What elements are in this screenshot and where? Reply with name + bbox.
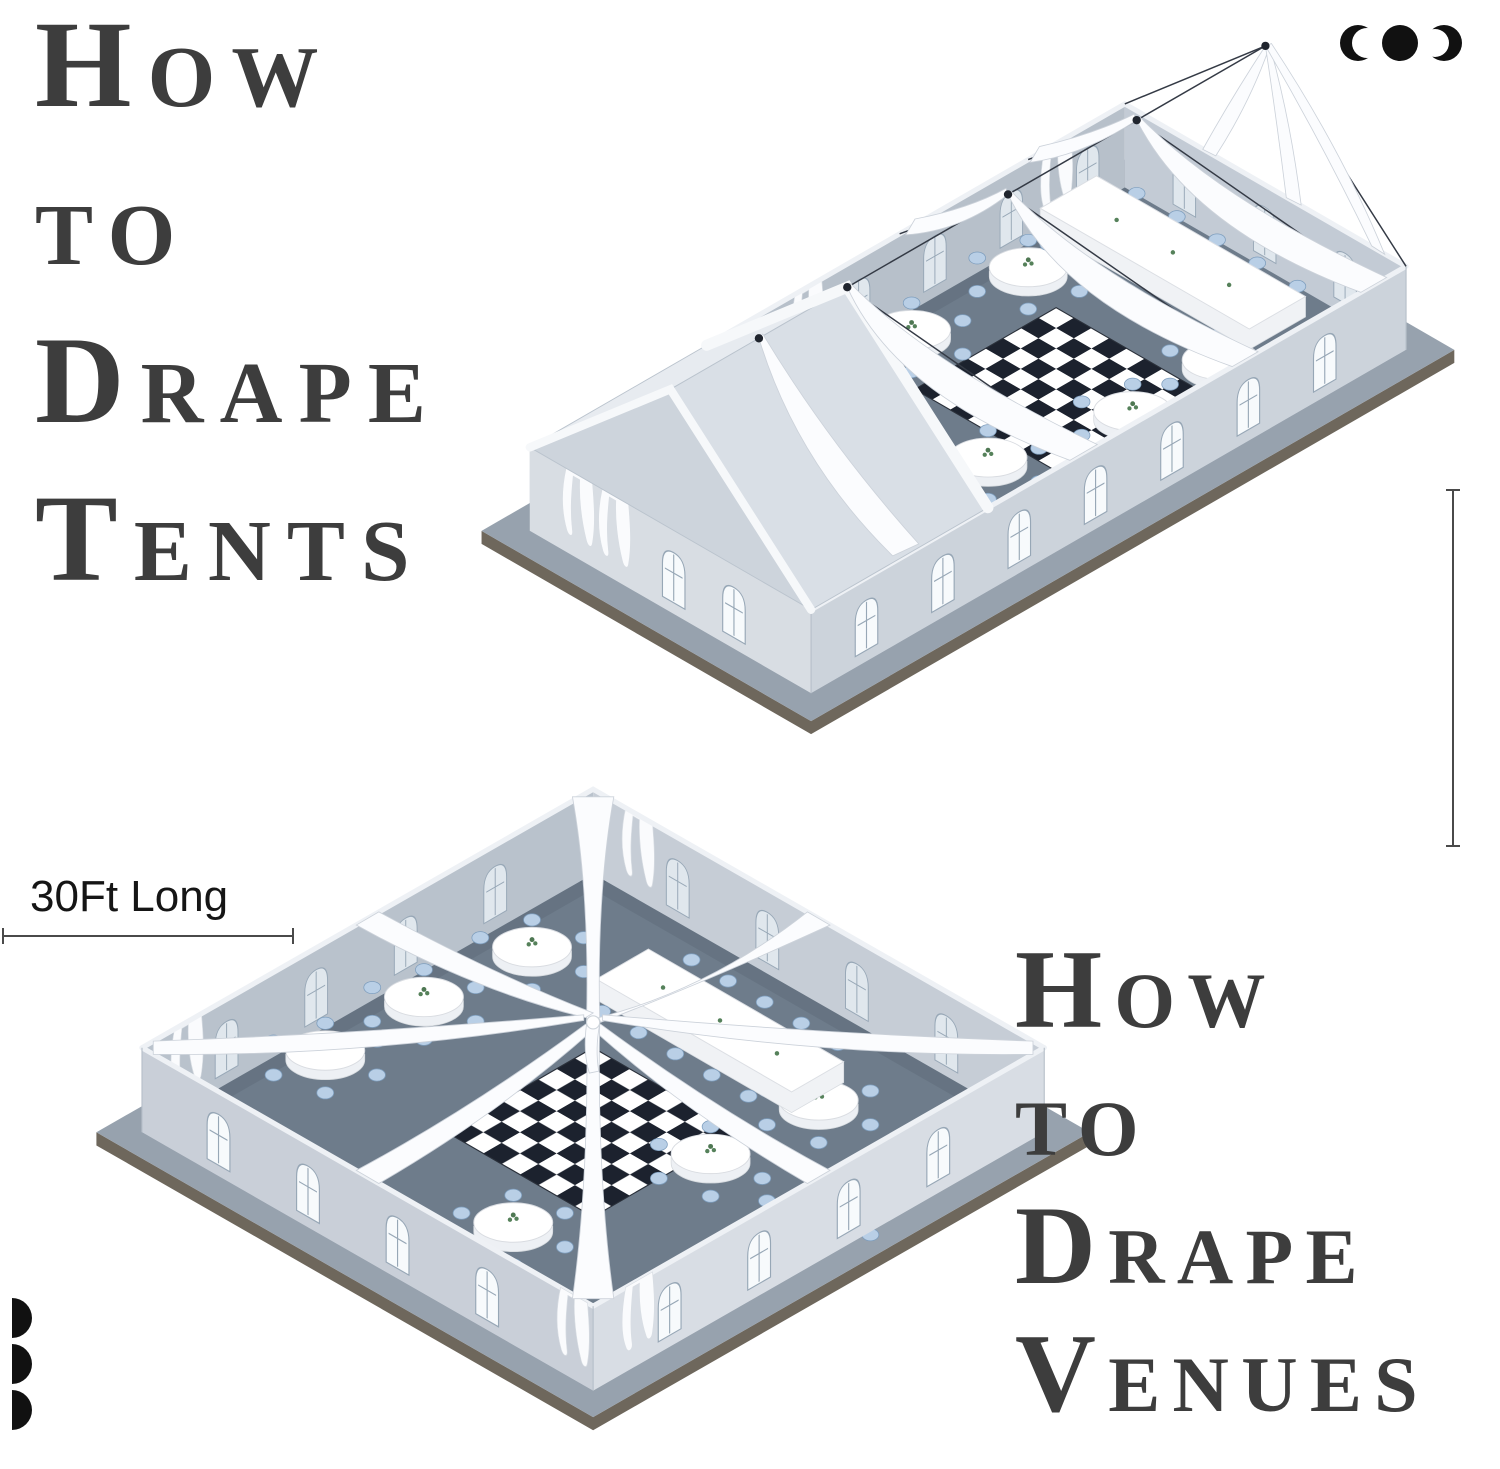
tent-illustration xyxy=(481,41,1455,735)
drape-ray xyxy=(152,1014,585,1055)
drape-ray xyxy=(355,911,595,1019)
heading-line: Tents xyxy=(35,470,426,607)
drape-ray xyxy=(598,911,831,1023)
brand-stacked-semicircles-icon xyxy=(12,1298,32,1430)
roof-swag xyxy=(758,333,920,557)
heading-line: Venues xyxy=(1015,1312,1430,1436)
heading-line: Drape xyxy=(35,312,442,449)
drape-swag xyxy=(904,187,1009,236)
heading-line: to xyxy=(1015,1056,1151,1180)
title-drape-venues: How to Drape Venues xyxy=(1015,926,1430,1438)
anchor-dot xyxy=(1261,41,1270,51)
rim-caps xyxy=(139,786,1047,1391)
drape-tail xyxy=(584,1023,601,1074)
near-right-wall xyxy=(593,1047,1045,1391)
drape-ray xyxy=(592,1023,831,1185)
anchor-dot xyxy=(754,334,764,343)
end-drape xyxy=(1202,45,1270,157)
floor-shadow xyxy=(141,873,608,1140)
floor-shadow xyxy=(579,873,1045,1140)
roof xyxy=(525,280,994,614)
drape-ray xyxy=(571,796,615,1021)
radial-ceiling-drapes xyxy=(152,796,1034,1300)
drape-swag xyxy=(846,282,1099,461)
drape-swag xyxy=(1029,113,1138,163)
anchor-dot xyxy=(843,283,852,292)
length-dimension-line xyxy=(2,928,294,944)
heading-line: to xyxy=(35,154,192,291)
drape-swag xyxy=(1007,190,1259,368)
drape-ray xyxy=(571,1023,615,1300)
near-left-wall xyxy=(141,1047,594,1391)
wall-face xyxy=(593,1047,1045,1391)
anchor-dot xyxy=(1003,190,1013,199)
gable-end-wall xyxy=(529,447,812,694)
drape-knot xyxy=(585,1015,601,1030)
wall-face xyxy=(811,266,1407,694)
front-right-wall xyxy=(811,266,1407,694)
gable-edge-drape xyxy=(525,384,816,614)
anchor-dot xyxy=(1132,115,1141,125)
title-drape-tents: How to Drape Tents xyxy=(35,0,442,618)
drape-ray xyxy=(355,1023,594,1185)
end-drape xyxy=(1264,43,1386,256)
length-dimension-label: 30Ft Long xyxy=(30,872,229,921)
drape-ray xyxy=(602,1014,1034,1055)
brand-dots-crescent-icon xyxy=(1340,25,1462,61)
heading-line: Drape xyxy=(1015,1184,1370,1308)
venue-illustration xyxy=(96,786,1090,1431)
ceiling-drapes xyxy=(754,41,1388,461)
end-drape xyxy=(1264,45,1302,206)
drape-swag xyxy=(1136,116,1388,293)
ridge-line xyxy=(846,45,1266,288)
height-dimension-line xyxy=(1446,489,1460,847)
heading-line: How xyxy=(35,0,335,133)
heading-line: How xyxy=(1015,928,1278,1052)
